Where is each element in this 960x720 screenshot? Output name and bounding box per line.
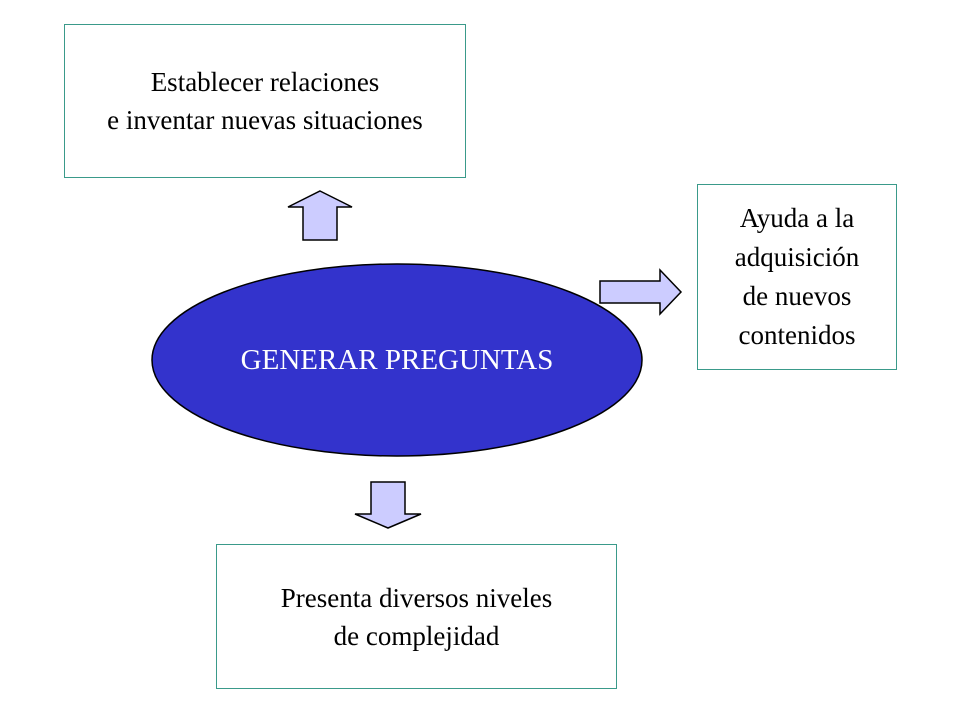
right-box-line-4: contenidos xyxy=(738,320,856,350)
right-box: Ayuda a la adquisición de nuevos conteni… xyxy=(697,184,897,370)
bottom-box-line-1: Presenta diversos niveles xyxy=(280,582,553,613)
right-box-line-1: Ayuda a la xyxy=(739,203,855,233)
down-arrow-icon xyxy=(354,481,422,529)
up-arrow-icon xyxy=(287,190,353,241)
center-ellipse xyxy=(151,263,643,457)
top-box: Establecer relaciones e inventar nuevas … xyxy=(64,24,466,178)
top-box-line-1: Establecer relaciones xyxy=(150,67,380,97)
bottom-box-line-2: de complejidad xyxy=(333,620,500,651)
right-box-line-3: de nuevos xyxy=(742,281,852,311)
bottom-box: Presenta diversos niveles de complejidad xyxy=(216,544,617,689)
top-box-line-2: e inventar nuevas situaciones xyxy=(107,105,423,135)
right-box-line-2: adquisición xyxy=(734,242,860,272)
right-arrow-icon xyxy=(599,268,683,316)
center-label: GENERAR PREGUNTAS xyxy=(240,343,554,376)
